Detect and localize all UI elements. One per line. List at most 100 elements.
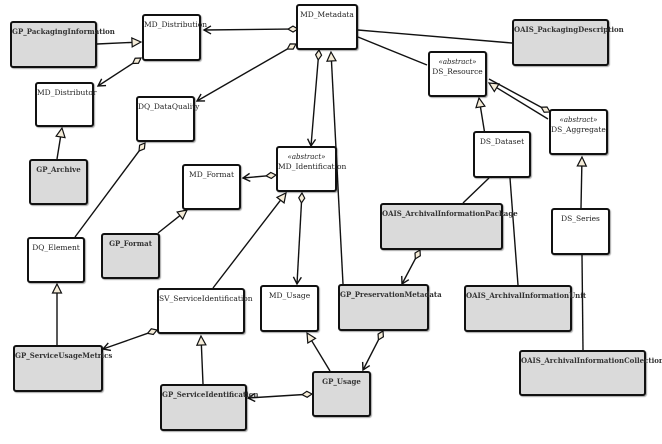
class-box-md-usage[interactable]: MD_Usage	[260, 285, 319, 332]
open-arrowhead-icon	[202, 25, 212, 35]
class-box-gp-usage[interactable]: GP_Usage	[312, 371, 371, 417]
hollow-triangle-arrow-icon	[475, 96, 486, 109]
class-name: GP_ServiceUsageMetrics	[15, 351, 113, 360]
class-name: DQ_Element	[32, 243, 80, 252]
relation-association-md_metadata-to-oais_packagingdescription-line	[357, 29, 513, 44]
relation-generalization-gp_preservationmetadata-to-md_metadata-line	[330, 60, 344, 285]
hollow-triangle-arrow-icon	[55, 126, 66, 139]
relation-aggregation-md_distribution-to-md_distributor-line	[97, 62, 134, 87]
relation-aggregation-undirected-ds_aggregate-to-ds_resource-line	[488, 78, 542, 108]
relation-association-md_metadata-to-ds_resource-line	[357, 36, 428, 66]
relation-association-ds_dataset-to-oais_archivalinformationpackage-line	[462, 177, 490, 204]
relation-aggregation-md_identification-to-md_usage-line	[296, 202, 303, 285]
hollow-triangle-arrow-icon	[51, 282, 63, 294]
class-name: MD_Distributor	[37, 88, 97, 97]
hollow-triangle-arrow-icon	[131, 36, 143, 48]
hollow-triangle-arrow-icon	[275, 191, 287, 204]
diamond-icon	[264, 171, 278, 180]
relation-aggregation-md_metadata-to-md_identification-line	[310, 59, 319, 147]
class-name: DS_Series	[561, 214, 600, 223]
relation-generalization-gp_archive-to-md_distributor-line	[56, 136, 62, 160]
class-name: GP_Format	[109, 239, 152, 248]
relation-generalization-ds_series-to-ds_aggregate-line	[580, 165, 583, 209]
relation-aggregation-sv_serviceidentification-to-gp_serviceusagemetrics-line	[102, 332, 148, 350]
class-stereotype: «abstract»	[287, 153, 326, 161]
class-box-md-identification[interactable]: «abstract»MD_Identification	[276, 146, 347, 192]
open-arrowhead-icon	[241, 172, 251, 182]
relation-generalization-gp_serviceidentification-to-sv_serviceidentification-line	[200, 344, 204, 385]
class-name: MD_Format	[189, 170, 234, 179]
relation-aggregation-gp_preservationmetadata-to-gp_usage-line	[362, 339, 380, 371]
relation-aggregation-md_metadata-to-md_distribution-line	[203, 28, 289, 31]
hollow-triangle-arrow-icon	[487, 82, 501, 93]
class-box-gp-serviceidentification[interactable]: GP_ServiceIdentification	[160, 384, 259, 431]
class-name: OAIS_ArchivalInformationCollection	[521, 356, 662, 365]
relation-aggregation-md_metadata-to-dq_dataquality-line	[196, 48, 288, 102]
open-arrowhead-icon	[195, 93, 206, 102]
class-stereotype: «abstract»	[559, 116, 598, 124]
class-name: OAIS_ArchivalInformationPackage	[382, 209, 518, 218]
diamond-icon	[300, 390, 314, 399]
class-box-oais-archivalinformationcollection[interactable]: OAIS_ArchivalInformationCollection	[519, 350, 662, 396]
class-name: GP_Archive	[36, 165, 81, 174]
class-name: MD_Identification	[278, 162, 347, 171]
diamond-icon	[286, 25, 300, 33]
diamond-icon	[286, 43, 298, 50]
relation-generalization-gp_format-to-md_format-line	[157, 215, 181, 234]
relation-aggregation-undirected-dq_dataquality-to-dq_element-line	[74, 150, 140, 238]
class-box-oais-packagingdescription[interactable]: OAIS_PackagingDescription	[512, 19, 624, 66]
class-name: DQ_DataQuality	[138, 102, 200, 111]
diamond-icon	[131, 57, 142, 65]
class-name: GP_PreservationMetadata	[340, 290, 442, 299]
class-box-gp-packaginginformation[interactable]: GP_PackagingInformation	[10, 21, 115, 68]
class-box-md-format[interactable]: MD_Format	[182, 164, 241, 210]
relation-association-ds_series-to-oais_archivalinformationcollection-line	[581, 254, 584, 351]
relation-aggregation-oais_archivalinformationpackage-to-gp_preservationmetadata-line	[401, 258, 416, 285]
open-arrowhead-icon	[96, 78, 107, 87]
diamond-icon	[414, 248, 421, 260]
class-box-dq-dataquality[interactable]: DQ_DataQuality	[136, 96, 200, 142]
hollow-triangle-arrow-icon	[326, 50, 337, 62]
diamond-icon	[314, 48, 323, 62]
class-name: OAIS_PackagingDescription	[514, 25, 624, 34]
class-box-ds-dataset[interactable]: DS_Dataset	[473, 131, 531, 178]
class-name: GP_Usage	[322, 377, 361, 386]
relation-generalization-gp_usage-to-md_usage-line	[311, 340, 331, 372]
relation-aggregation-md_identification-to-md_format-line	[242, 175, 267, 179]
class-box-md-distribution[interactable]: MD_Distribution	[142, 14, 207, 61]
diamond-icon	[540, 106, 552, 113]
hollow-triangle-arrow-icon	[195, 334, 207, 346]
class-box-gp-preservationmetadata[interactable]: GP_PreservationMetadata	[338, 284, 442, 331]
class-box-oais-archivalinformationpackage[interactable]: OAIS_ArchivalInformationPackage	[380, 203, 518, 250]
class-box-oais-archivalinformationunit[interactable]: OAIS_ArchivalInformationUnit	[464, 285, 587, 332]
relation-aggregation-gp_usage-to-gp_serviceidentification-line	[247, 393, 303, 399]
class-name: MD_Metadata	[300, 10, 354, 19]
relation-generalization-gp_packaginginformation-to-md_distribution-line	[96, 41, 133, 45]
hollow-triangle-arrow-icon	[176, 209, 189, 221]
hollow-triangle-arrow-icon	[576, 155, 588, 167]
class-box-sv-serviceidentification[interactable]: SV_ServiceIdentification	[157, 288, 253, 334]
class-name: DS_Resource	[432, 67, 483, 76]
class-box-ds-resource[interactable]: «abstract»DS_Resource	[428, 51, 487, 97]
class-box-md-distributor[interactable]: MD_Distributor	[35, 82, 97, 127]
class-name: SV_ServiceIdentification	[159, 294, 253, 303]
class-box-gp-archive[interactable]: GP_Archive	[29, 159, 88, 205]
class-stereotype: «abstract»	[438, 58, 477, 66]
relation-generalization-sv_serviceidentification-to-md_identification-line	[212, 199, 282, 289]
class-name: DS_Dataset	[479, 137, 525, 146]
open-arrowhead-icon	[101, 342, 112, 352]
relation-generalization-ds_aggregate-to-ds_resource-line	[496, 87, 549, 120]
class-box-md-metadata[interactable]: MD_Metadata	[296, 4, 358, 50]
class-box-gp-format[interactable]: GP_Format	[101, 233, 160, 279]
hollow-triangle-arrow-icon	[306, 331, 317, 345]
class-box-ds-aggregate[interactable]: «abstract»DS_Aggregate	[549, 109, 608, 155]
class-box-gp-serviceusagemetrics[interactable]: GP_ServiceUsageMetrics	[13, 345, 113, 392]
class-name: OAIS_ArchivalInformationUnit	[466, 291, 587, 300]
diamond-icon	[146, 328, 159, 336]
class-box-dq-element[interactable]: DQ_Element	[27, 237, 85, 283]
relation-association-ds_dataset-to-oais_archivalinformationunit-line	[509, 177, 519, 286]
class-box-ds-series[interactable]: DS_Series	[551, 208, 610, 255]
diamond-icon	[377, 329, 385, 341]
diamond-icon	[298, 191, 306, 205]
